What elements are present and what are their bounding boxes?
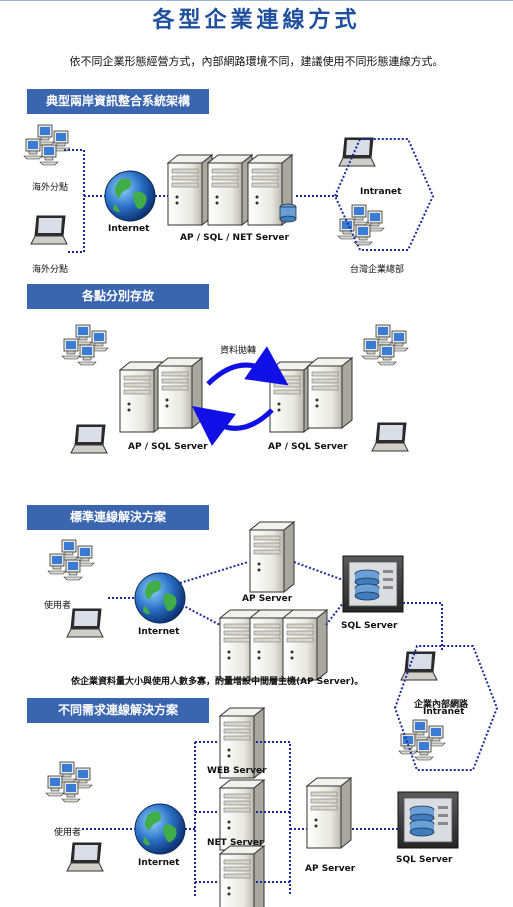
section-header-typical: 典型兩岸資訊整合系統架構: [27, 89, 209, 114]
internet-label: Internet: [108, 224, 150, 234]
server-tower-icon: [207, 154, 253, 226]
ap-server-tower-icon: [306, 777, 352, 849]
overseas-laptop-icon: [30, 215, 68, 245]
internet-label: Internet: [138, 627, 180, 637]
section-header-separate: 各點分別存放: [27, 284, 209, 309]
intranet-label: Intranet: [360, 187, 402, 197]
section4-diagram: [46, 707, 459, 907]
sql-server-rack-icon: [342, 555, 404, 613]
intranet-pc-group-icon: [399, 720, 445, 760]
server-tower-icon: [307, 357, 353, 429]
ap-server-label: AP Server: [305, 864, 356, 874]
site-a-laptop-icon: [70, 424, 108, 454]
user-laptop-icon: [66, 608, 104, 638]
section-header-custom: 不同需求連線解決方案: [27, 698, 209, 723]
intranet-laptop-icon: [338, 137, 376, 167]
section-header-standard: 標準連線解決方案: [27, 505, 209, 530]
internet-globe-icon: [134, 803, 186, 855]
web-server-label: WEB Server: [207, 766, 267, 776]
intranet-label-line1: 企業內部網路: [414, 700, 469, 710]
server-label-right: AP / SQL Server: [268, 442, 348, 452]
overseas-branch-label: 海外分點: [32, 183, 69, 193]
section3-diagram: [48, 521, 499, 771]
page-title: 各型企業連線方式: [152, 7, 361, 33]
user-pc-group-icon: [48, 540, 94, 580]
top-rule: [0, 0, 513, 1]
hq-label: 台灣企業總部: [350, 265, 405, 275]
server-tower-icon: [269, 361, 315, 433]
ap-server-tower-icon: [282, 609, 328, 681]
internet-globe-icon: [104, 170, 156, 222]
net-server-label: NET Server: [207, 838, 264, 848]
ap-server-note: 依企業資料量大小與使用人數多寡，酌量增設中間層主機(AP Server)。: [71, 677, 364, 687]
intranet-label-line2: Intranet: [423, 707, 465, 717]
intranet-laptop-icon: [400, 651, 438, 681]
sync-label: 資料拋轉: [220, 346, 257, 356]
site-b-pc-group-icon: [362, 325, 408, 365]
sql-server-label: SQL Server: [396, 855, 453, 865]
database-icon: [279, 203, 297, 223]
internet-label: Internet: [138, 858, 180, 868]
user-laptop-icon: [66, 842, 104, 872]
overseas-pc-group-icon: [24, 125, 70, 165]
intro-text: 依不同企業形態經營方式，內部網路環境不同，建議使用不同形態連線方式。: [69, 55, 444, 68]
ap-server-tower-icon: [249, 521, 295, 593]
user-pc-group-icon: [46, 762, 92, 802]
sql-server-rack-icon: [397, 791, 459, 849]
hq-pc-group-icon: [338, 205, 384, 245]
internet-globe-icon: [134, 572, 186, 624]
user-label: 使用者: [54, 828, 82, 838]
section2-diagram: [62, 325, 409, 454]
overseas-branch-label: 海外分點: [32, 265, 69, 275]
server-label: AP / SQL / NET Server: [180, 233, 289, 243]
site-b-laptop-icon: [371, 422, 409, 452]
server-label-left: AP / SQL Server: [128, 442, 208, 452]
server-tower-icon: [167, 154, 213, 226]
section1-diagram: [24, 125, 435, 253]
ap-server-label: AP Server: [242, 594, 293, 604]
server-tower-icon: [219, 845, 265, 907]
site-a-pc-group-icon: [62, 325, 108, 365]
sync-arrow-icon: [206, 346, 289, 386]
sync-arrow-icon: [191, 406, 274, 446]
user-label: 使用者: [44, 601, 72, 611]
sql-server-label: SQL Server: [341, 621, 398, 631]
server-tower-icon: [157, 357, 203, 429]
server-tower-icon: [119, 361, 165, 433]
